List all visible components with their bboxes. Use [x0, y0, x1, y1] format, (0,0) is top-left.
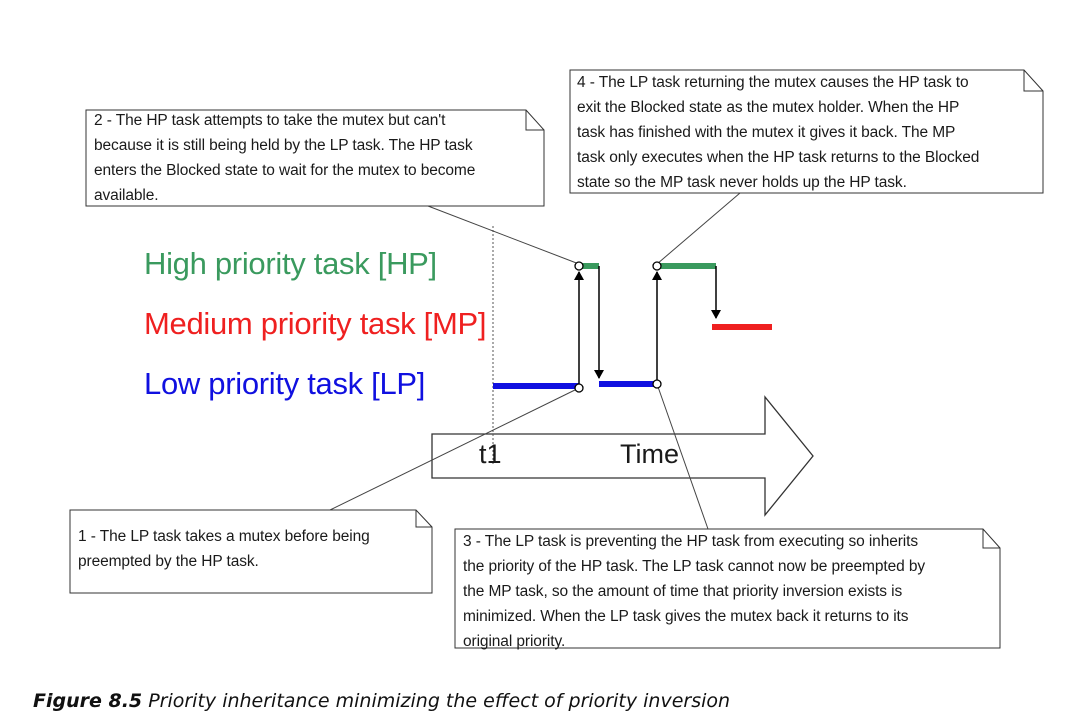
note-3-text: 3 - The LP task is preventing the HP tas…	[463, 533, 926, 650]
event-circle-hp-take	[652, 261, 662, 271]
figure-caption-text: Priority inheritance minimizing the effe…	[142, 690, 731, 712]
note-2-text: 2 - The HP task attempts to take the mut…	[94, 112, 476, 204]
note-box-1	[69, 509, 433, 594]
figure-label: Figure 8.5	[33, 690, 143, 712]
note-1-text: 1 - The LP task takes a mutex before bei…	[78, 528, 370, 570]
lp-lane-label: Low priority task [LP]	[144, 366, 426, 401]
leader-line-note1	[329, 387, 580, 511]
hp-lane-label: High priority task [HP]	[144, 246, 437, 281]
leader-line-note3	[656, 383, 709, 530]
leader-line-note4	[656, 192, 741, 265]
mp-lane-label: Medium priority task [MP]	[144, 306, 487, 341]
time-label: Time	[620, 439, 679, 469]
note-box-2	[85, 109, 545, 207]
note-4-text: 4 - The LP task returning the mutex caus…	[577, 74, 980, 191]
leader-line-note2	[427, 205, 580, 265]
note-box-4	[569, 69, 1044, 194]
event-circle-hp-attempt	[574, 261, 584, 271]
priority-inheritance-diagram	[69, 69, 1044, 649]
event-circle-lp-give	[652, 379, 662, 389]
note-box-3	[454, 528, 1001, 649]
figure-caption: Figure 8.5 Priority inheritance minimizi…	[33, 690, 730, 712]
t1-label: t1	[479, 439, 502, 469]
time-axis-arrow	[431, 395, 814, 517]
event-circle-lp-take	[574, 383, 584, 393]
